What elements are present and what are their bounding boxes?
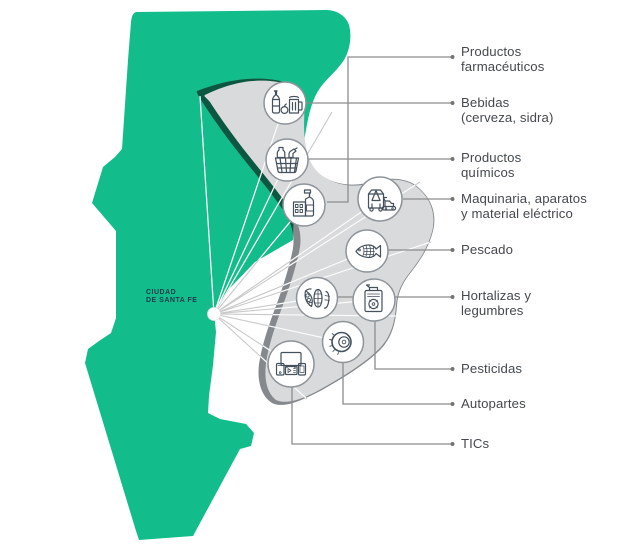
label-line: (cerveza, sidra) <box>461 109 554 125</box>
connector-dot <box>450 402 455 406</box>
tire-icon <box>329 331 352 355</box>
pharma-building-bottle-icon <box>292 189 315 217</box>
label-line: Pescado <box>461 242 514 257</box>
label-line: Bebidas <box>461 95 510 110</box>
basket-spray-icon <box>274 146 300 174</box>
label-line: y material eléctrico <box>461 205 573 221</box>
fan-line <box>213 159 288 315</box>
label-line: legumbres <box>461 302 524 318</box>
city-label-line: CIUDAD <box>146 289 177 296</box>
label-line: TICs <box>461 436 490 451</box>
label-line: químicos <box>461 164 515 180</box>
city-label: CIUDAD DE SANTA FE <box>146 289 197 305</box>
label-line: Hortalizas y <box>461 288 532 303</box>
product-label-bebidas: Bebidas (cerveza, sidra) <box>461 95 554 125</box>
connector-dot <box>450 197 455 201</box>
bottles-mug-icon <box>271 90 303 114</box>
connector-dot <box>450 295 455 299</box>
label-line: Autopartes <box>461 396 526 411</box>
label-line: Maquinaria, aparatos <box>461 191 587 206</box>
connector-farmaceuticos <box>327 56 451 203</box>
product-label-autopartes: Autopartes <box>461 396 526 412</box>
label-line: farmacéuticos <box>461 58 545 74</box>
label-line: Productos <box>461 150 522 165</box>
connector-autopartes <box>342 363 451 405</box>
connector-dot <box>450 101 455 105</box>
product-circle-tics <box>267 340 315 388</box>
pesticide-can-icon <box>364 284 383 313</box>
product-label-farmaceuticos: Productos farmacéuticos <box>461 44 545 74</box>
connector-dot <box>450 442 455 446</box>
label-connectors <box>291 56 451 445</box>
product-circle-autopartes <box>321 320 365 364</box>
connector-pesticidas <box>374 321 451 370</box>
connector-dot <box>450 367 455 371</box>
fish-icon <box>355 244 382 259</box>
product-label-hortalizas: Hortalizas y legumbres <box>461 288 532 318</box>
product-circle-hortalizas <box>295 276 339 320</box>
product-circle-quimicos <box>265 138 309 182</box>
label-line: Productos <box>461 44 522 59</box>
fan-line <box>199 95 215 315</box>
machinery-icon <box>367 189 397 212</box>
label-line: Pesticidas <box>461 361 523 376</box>
connector-dot <box>450 55 455 59</box>
santa-fe-origin-dot <box>207 307 221 321</box>
connector-dot <box>450 157 455 161</box>
city-label-line: DE SANTA FE <box>146 297 198 304</box>
product-circle-bebidas <box>263 81 307 125</box>
product-label-quimicos: Productos químicos <box>461 150 522 180</box>
product-label-pescado: Pescado <box>461 242 514 258</box>
vegetables-icon <box>304 288 330 309</box>
product-label-tics: TICs <box>461 436 490 452</box>
connector-tics <box>291 387 451 445</box>
product-label-pesticidas: Pesticidas <box>461 361 523 377</box>
connector-dot <box>450 248 455 252</box>
fan-line <box>213 102 286 315</box>
product-label-maquinaria: Maquinaria, aparatos y material eléctric… <box>461 191 587 221</box>
devices-icon <box>275 351 307 376</box>
connector-end-dots <box>450 55 455 446</box>
